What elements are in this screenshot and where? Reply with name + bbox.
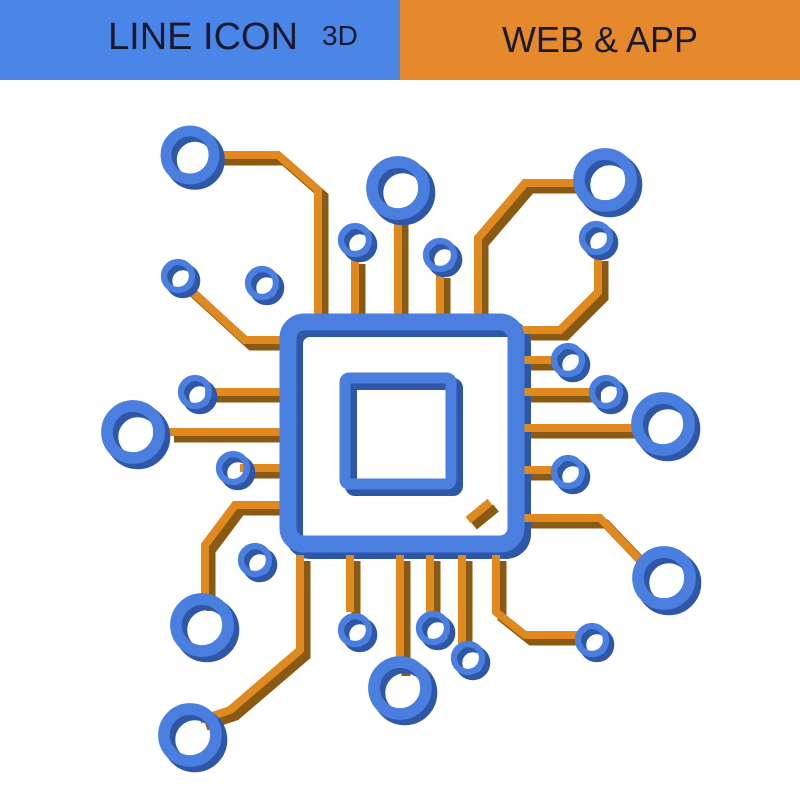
ring-shadow bbox=[242, 547, 278, 583]
circuit-node-ring bbox=[573, 148, 637, 212]
header-right-label: WEB & APP bbox=[501, 19, 699, 60]
circuit-trace bbox=[518, 514, 643, 563]
ring-shadow bbox=[555, 459, 591, 495]
circuit-node-ring bbox=[422, 237, 458, 273]
header-left-panel: LINE ICON 3D bbox=[0, 0, 400, 80]
circuit-trace bbox=[182, 282, 285, 344]
trace-shadow bbox=[206, 506, 291, 611]
trace-shadow bbox=[471, 504, 499, 530]
circuit-trace bbox=[465, 498, 493, 524]
ring-shadow bbox=[220, 455, 256, 491]
cpu-chip-icon bbox=[101, 125, 702, 773]
ring-shadow bbox=[342, 227, 378, 263]
ring-shadow bbox=[420, 615, 456, 651]
circuit-node-ring bbox=[550, 342, 586, 378]
header-banner: LINE ICON 3D WEB & APP bbox=[0, 0, 800, 80]
circuit-node-ring bbox=[101, 400, 165, 464]
ring-shadow bbox=[249, 270, 285, 306]
header-badge: 3D bbox=[322, 20, 358, 51]
circuit-trace bbox=[518, 255, 602, 334]
circuit-trace bbox=[474, 179, 575, 318]
circuit-node-ring bbox=[160, 125, 220, 185]
ring-shadow bbox=[555, 347, 591, 383]
circuit-node-ring bbox=[588, 374, 624, 410]
ring-shadow bbox=[427, 242, 463, 278]
ring-shadow bbox=[593, 379, 629, 415]
circuit-trace bbox=[218, 151, 322, 318]
circuit-node-ring bbox=[450, 640, 486, 676]
circuit-node-ring bbox=[578, 220, 614, 256]
ring-shadow bbox=[579, 627, 615, 663]
icon-trace-layer bbox=[168, 151, 643, 724]
ring-shadow bbox=[455, 645, 491, 681]
circuit-node-ring bbox=[368, 656, 432, 720]
circuit-node-ring bbox=[337, 222, 373, 258]
circuit-node-ring bbox=[160, 258, 196, 294]
ring-shadow bbox=[583, 225, 619, 261]
circuit-node-ring bbox=[244, 265, 280, 301]
chip-core bbox=[339, 372, 457, 490]
circuit-node-ring bbox=[237, 542, 273, 578]
ring-shadow bbox=[165, 263, 201, 299]
circuit-node-ring bbox=[574, 622, 610, 658]
ring-shadow bbox=[182, 379, 218, 415]
trace-shadow bbox=[524, 261, 609, 341]
circuit-node-ring bbox=[337, 612, 373, 648]
circuit-trace bbox=[201, 501, 285, 605]
circuit-node-ring bbox=[215, 450, 251, 486]
ring-shadow bbox=[342, 617, 378, 653]
circuit-node-ring bbox=[415, 610, 451, 646]
icon-ring-layer bbox=[101, 125, 702, 773]
circuit-node-ring bbox=[366, 156, 430, 220]
trace-shadow bbox=[479, 184, 581, 324]
circuit-node-ring bbox=[170, 593, 234, 657]
circuit-node-ring bbox=[631, 392, 695, 456]
chip-core-shadow bbox=[345, 378, 463, 496]
circuit-node-ring bbox=[177, 374, 213, 410]
circuit-trace bbox=[492, 555, 578, 639]
circuit-node-ring bbox=[632, 546, 696, 610]
chip-frame bbox=[279, 313, 525, 553]
header-title: LINE ICON bbox=[108, 16, 299, 58]
header-right-panel: WEB & APP bbox=[400, 0, 800, 80]
circuit-node-ring bbox=[550, 454, 586, 490]
circuit-node-ring bbox=[158, 703, 222, 767]
